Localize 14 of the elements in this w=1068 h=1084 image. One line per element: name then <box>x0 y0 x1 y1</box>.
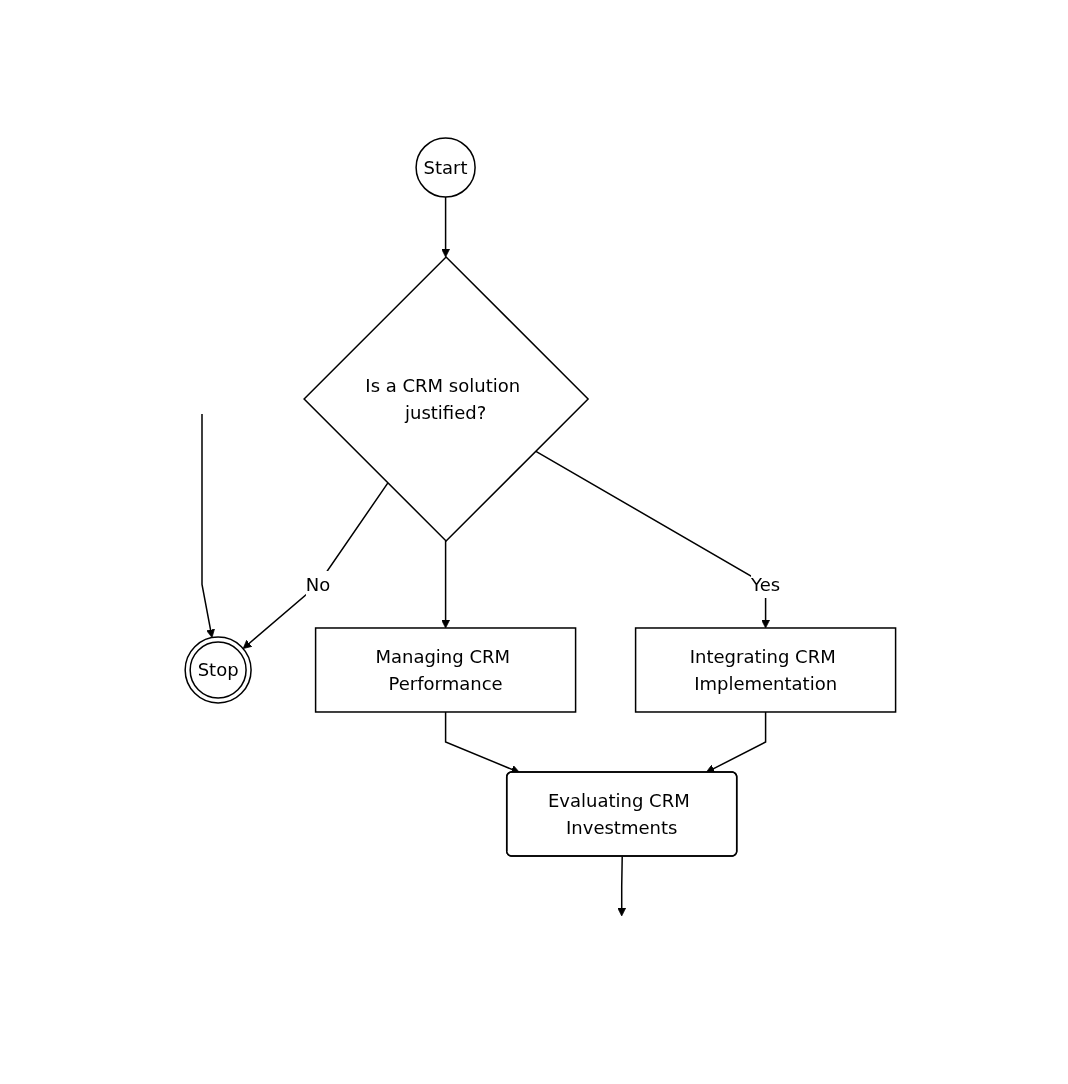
node-box: Managing CRM Performance <box>315 627 577 713</box>
arrow <box>705 711 767 773</box>
arrow <box>441 196 451 258</box>
arrow <box>534 450 771 629</box>
arrow <box>617 855 627 917</box>
arrow <box>242 482 389 649</box>
node-box: Integrating CRM Implementation <box>635 627 897 713</box>
arrow <box>201 413 216 638</box>
node-diamond: Is a CRM solution justified? <box>303 255 590 543</box>
edge-label: No <box>305 573 331 595</box>
edge-label: Yes <box>751 573 781 595</box>
arrow <box>441 540 451 629</box>
node-circle: Start <box>415 137 477 198</box>
node-circle: Stop <box>184 636 253 704</box>
